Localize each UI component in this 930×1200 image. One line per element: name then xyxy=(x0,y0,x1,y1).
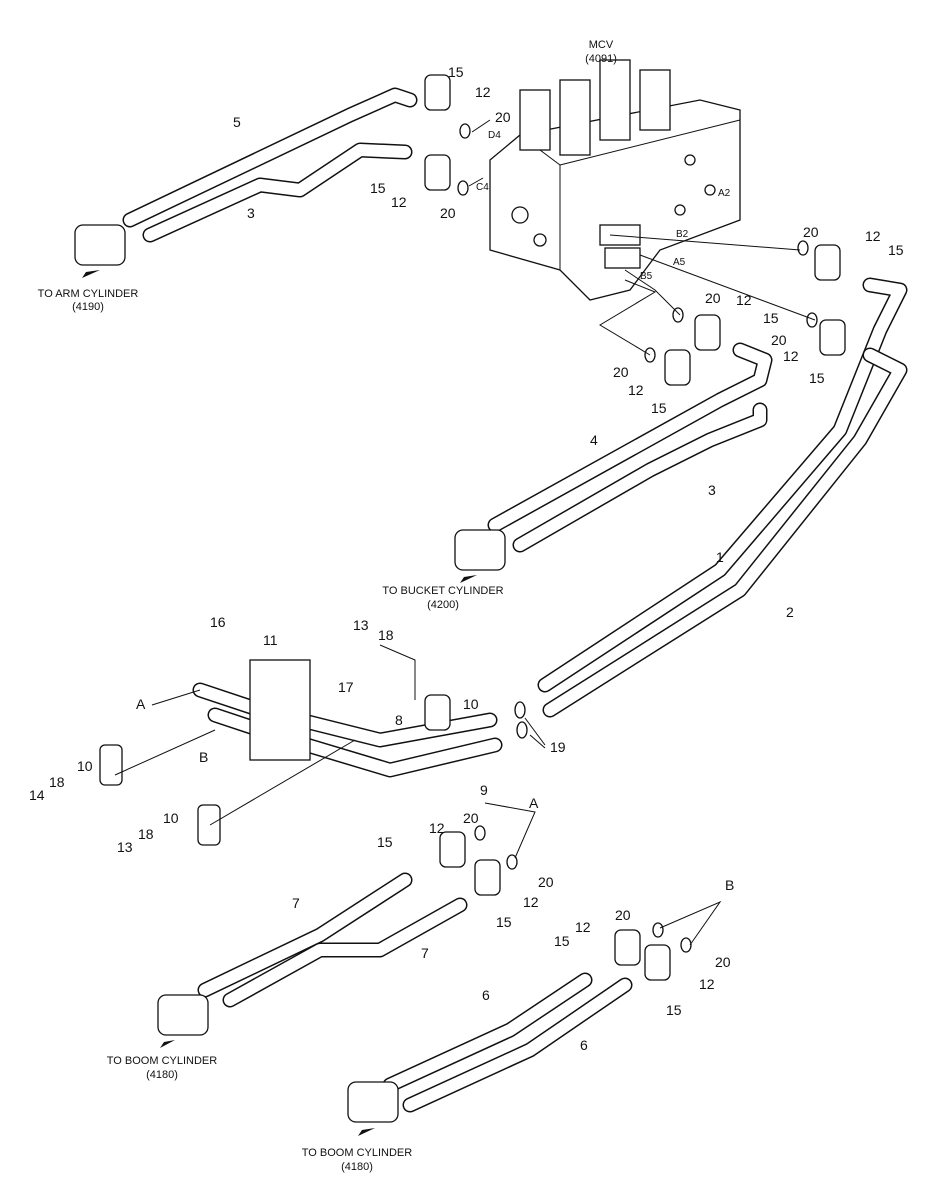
callout: 12 xyxy=(575,919,591,935)
callout: 13 xyxy=(353,617,369,633)
callout: 18 xyxy=(378,627,394,643)
callout: 20 xyxy=(803,224,819,240)
callout: 12 xyxy=(783,348,799,364)
callout: 19 xyxy=(550,739,566,755)
callout: 10 xyxy=(163,810,179,826)
callout: 20 xyxy=(495,109,511,125)
callout: 12 xyxy=(628,382,644,398)
leader-lines xyxy=(114,119,816,946)
callout: 15 xyxy=(496,914,512,930)
callout: 20 xyxy=(705,290,721,306)
callout: 20 xyxy=(613,364,629,380)
callout: B xyxy=(725,877,734,893)
callout: 7 xyxy=(292,895,300,911)
callout: 15 xyxy=(448,64,464,80)
callout: 13 xyxy=(117,839,133,855)
port-label: A2 xyxy=(718,188,731,199)
callout: 2 xyxy=(786,604,794,620)
callout: 12 xyxy=(523,894,539,910)
callout: 15 xyxy=(370,180,386,196)
callout: 12 xyxy=(391,194,407,210)
callout: 12 xyxy=(736,292,752,308)
callout: 6 xyxy=(580,1037,588,1053)
bucket-cylinder-label: TO BUCKET CYLINDER xyxy=(382,585,503,597)
mcv-title: MCV xyxy=(589,39,614,51)
callout: 12 xyxy=(865,228,881,244)
callout: 10 xyxy=(463,696,479,712)
callout: 15 xyxy=(651,400,667,416)
callout: 15 xyxy=(377,834,393,850)
callout: 18 xyxy=(138,826,154,842)
bucket-cylinder-code: (4200) xyxy=(427,599,459,611)
port-label: B5 xyxy=(640,271,653,282)
callout: 3 xyxy=(247,205,255,221)
callout: 5 xyxy=(233,114,241,130)
callout: 8 xyxy=(395,712,403,728)
callout: 12 xyxy=(699,976,715,992)
callout: B xyxy=(199,749,208,765)
callout: 1 xyxy=(716,549,724,565)
callout: 12 xyxy=(475,84,491,100)
callout: 15 xyxy=(763,310,779,326)
boom-cylinder-label-2: TO BOOM CYLINDER xyxy=(302,1147,412,1159)
callout: 9 xyxy=(480,782,488,798)
callout: 16 xyxy=(210,614,226,630)
callout: 11 xyxy=(263,632,278,648)
arm-cylinder-label: TO ARM CYLINDER xyxy=(38,288,139,300)
callout: 12 xyxy=(429,820,445,836)
mcv-valve-block xyxy=(489,59,741,301)
callout: A xyxy=(529,795,539,811)
callout: A xyxy=(136,696,146,712)
callout: 20 xyxy=(771,332,787,348)
arm-cylinder-code: (4190) xyxy=(72,301,104,313)
callout: 15 xyxy=(666,1002,682,1018)
callout: 15 xyxy=(554,933,570,949)
callout: 3 xyxy=(708,482,716,498)
callout: 20 xyxy=(463,810,479,826)
callout: 14 xyxy=(29,787,45,803)
callout: 10 xyxy=(77,758,93,774)
callout: 15 xyxy=(809,370,825,386)
mcv-code: (4091) xyxy=(585,53,617,65)
callout: 20 xyxy=(538,874,554,890)
callouts: 15 12 20 5 15 12 20 3 20 12 15 20 12 15 … xyxy=(29,64,904,1053)
port-label: C4 xyxy=(476,182,489,193)
callout: 6 xyxy=(482,987,490,1003)
port-label: B2 xyxy=(676,229,689,240)
flanges xyxy=(74,74,846,1123)
callout: 20 xyxy=(440,205,456,221)
callout: 7 xyxy=(421,945,429,961)
hoses xyxy=(122,87,908,1113)
port-label: D4 xyxy=(488,130,501,141)
direction-arrows xyxy=(82,270,477,1136)
boom-cylinder-code: (4180) xyxy=(146,1069,178,1081)
callout: 20 xyxy=(615,907,631,923)
callout: 4 xyxy=(590,432,598,448)
boom-cylinder-code-2: (4180) xyxy=(341,1161,373,1173)
callout: 18 xyxy=(49,774,65,790)
callout: 15 xyxy=(888,242,904,258)
callout: 20 xyxy=(715,954,731,970)
boom-cylinder-label: TO BOOM CYLINDER xyxy=(107,1055,217,1067)
callout: 17 xyxy=(338,679,354,695)
port-label: A5 xyxy=(673,257,686,268)
